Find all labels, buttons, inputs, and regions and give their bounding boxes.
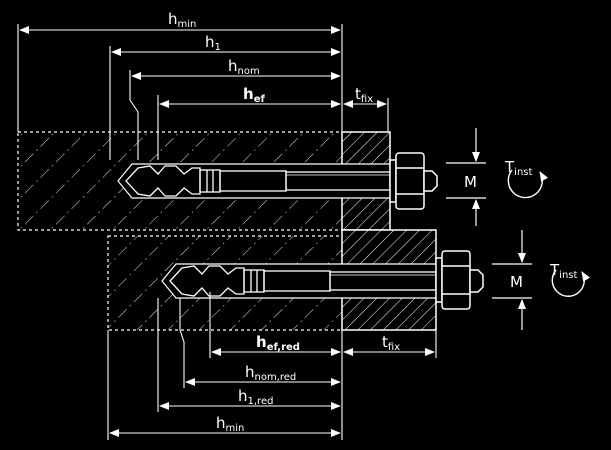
top-nut (389, 152, 438, 210)
top-m-label: M (464, 173, 477, 191)
top-anchor-assembly (17, 131, 438, 231)
label-bottom-t-fix: tfix (382, 333, 400, 353)
top-torque-label: Tinst (504, 158, 532, 178)
bottom-drill-hole (161, 263, 437, 299)
label-bottom-h-nom-red: hnom,red (245, 363, 296, 383)
bottom-anchor-bolt (169, 265, 437, 297)
label-top-h1: h1 (205, 33, 221, 53)
bottom-torque-label: Tinst (549, 261, 577, 281)
label-top-t-fix: tfix (355, 85, 373, 105)
top-dimension-labels: hmin h1 hnom hef tfix (168, 10, 373, 105)
bottom-anchor-assembly (107, 229, 484, 331)
label-top-h-ef: hef (243, 85, 265, 105)
bottom-m-dimension (492, 230, 532, 330)
top-m-dimension (446, 128, 486, 226)
top-drill-hole (117, 163, 391, 199)
top-torque-arrow-icon (507, 169, 548, 199)
bottom-m-label: M (510, 273, 523, 291)
label-top-h-nom: hnom (228, 57, 260, 77)
bottom-dimension-labels: hef,red tfix hnom,red h1,red hmin (216, 333, 400, 434)
bottom-torque-arrow-icon (551, 269, 591, 297)
label-top-h-min: hmin (168, 10, 196, 30)
label-bottom-h-ef-red: hef,red (256, 333, 300, 353)
top-dimensions (17, 24, 389, 160)
bottom-nut (435, 250, 484, 310)
label-bottom-h1-red: h1,red (238, 387, 273, 407)
bottom-dimensions (107, 292, 437, 440)
label-bottom-h-min: hmin (216, 414, 244, 434)
